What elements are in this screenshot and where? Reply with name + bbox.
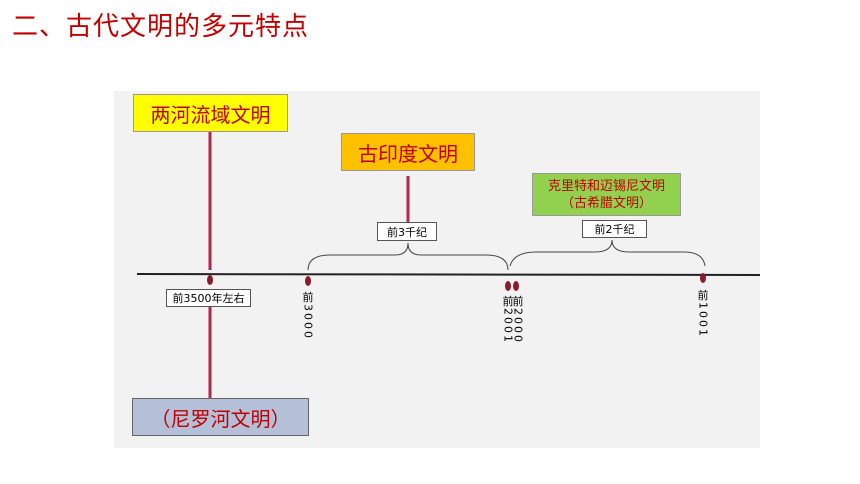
tick-prefix: 前 <box>512 295 524 308</box>
tick-prefix: 前 <box>302 291 314 304</box>
nile-civilization-box: （尼罗河文明） <box>132 398 309 436</box>
tick-digit-char: 0 <box>301 331 315 338</box>
tick-prefix: 前 <box>502 295 514 308</box>
lianghe-civilization-box: 两河流域文明 <box>133 94 288 132</box>
tick-digit-char: 0 <box>511 335 525 342</box>
greek-civilization-box: 克里特和迈锡尼文明 （古希腊文明） <box>532 173 681 216</box>
brace-2nd-millennium <box>509 239 706 267</box>
label-3rd-millennium: 前3千纪 <box>377 222 437 241</box>
timeline-axis <box>136 273 761 276</box>
marker-bc3000 <box>305 276 311 286</box>
tick-prefix: 前 <box>697 289 709 302</box>
marker-bc2000 <box>513 281 519 291</box>
label-2nd-millennium: 前2千纪 <box>582 220 647 238</box>
marker-bc3500 <box>207 275 213 285</box>
tick-digit-char: 1 <box>696 329 710 336</box>
greek-civilization-note: （古希腊文明） <box>560 195 652 211</box>
marker-bc2001 <box>505 281 511 291</box>
label-bc3500: 前3500年左右 <box>166 289 251 307</box>
india-civilization-box: 古印度文明 <box>341 133 475 171</box>
brace-3rd-millennium <box>307 242 509 271</box>
marker-bc1001 <box>700 273 706 283</box>
greek-civilization-name: 克里特和迈锡尼文明 <box>547 178 665 194</box>
page-title: 二、古代文明的多元特点 <box>12 12 310 42</box>
